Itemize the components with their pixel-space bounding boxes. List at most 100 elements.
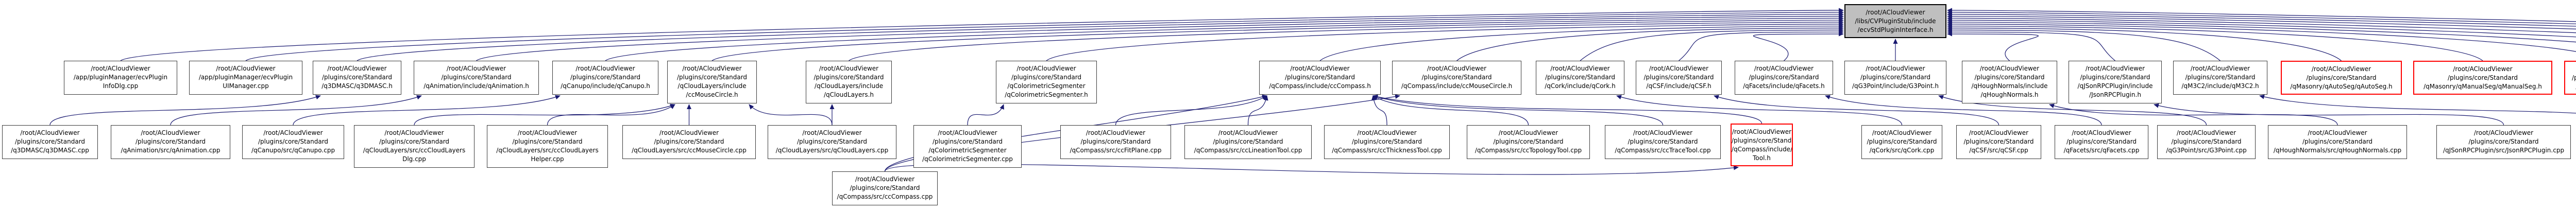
- include-edge: [1714, 95, 1999, 126]
- graph-node-ecvPluginInfoDlg_cpp[interactable]: /root/ACloudViewer/app/pluginManager/ecv…: [64, 61, 177, 95]
- graph-node-label: /plugins/core/Standard: [1080, 138, 1151, 145]
- graph-node-qFacets_cpp[interactable]: /root/ACloudViewer/plugins/core/Standard…: [2055, 125, 2148, 159]
- graph-node-ccTool_h[interactable]: /root/ACloudViewer/plugins/core/Standard…: [1731, 124, 1793, 166]
- graph-node-qCloudLayers_cpp[interactable]: /root/ACloudViewer/plugins/core/Standard…: [768, 125, 896, 159]
- graph-node-qCork_h[interactable]: /root/ACloudViewer/plugins/core/Standard…: [1536, 61, 1624, 95]
- include-edge: [2154, 103, 2504, 126]
- graph-node-ccLineationTool_cpp[interactable]: /root/ACloudViewer/plugins/core/Standard…: [1184, 125, 1312, 159]
- graph-node-qHoughNormals_cpp[interactable]: /root/ACloudViewer/plugins/core/Standard…: [2268, 125, 2407, 159]
- include-edge: [1947, 15, 2576, 33]
- graph-node-label: /root/ACloudViewer: [327, 65, 387, 72]
- graph-node-label: /plugins/core/Standard: [2080, 74, 2150, 81]
- graph-node-label: /root/ACloudViewer: [1872, 129, 1932, 136]
- graph-node-label: /root/ACloudViewer: [1427, 65, 1487, 72]
- graph-node-qMPlane_h[interactable]: /root/ACloudViewer/plugins/core/Standard…: [2564, 61, 2576, 95]
- include-edge: [1046, 22, 1844, 61]
- graph-node-qHoughNormals_h[interactable]: /root/ACloudViewer/plugins/core/Standard…: [1962, 61, 2057, 103]
- graph-node-qColorimetricSegmenter_cpp[interactable]: /root/ACloudViewer/plugins/core/Standard…: [913, 125, 1022, 168]
- graph-node-label: /q3DMASC/q3DMASC.cpp: [11, 147, 89, 154]
- graph-node-qCloudLayers_h[interactable]: /root/ACloudViewer/plugins/core/Standard…: [806, 61, 892, 103]
- graph-node-ccCompass_h[interactable]: /root/ACloudViewer/plugins/core/Standard…: [1259, 61, 1381, 95]
- graph-node-G3Point_h[interactable]: /root/ACloudViewer/plugins/core/Standard…: [1844, 61, 1946, 95]
- graph-node-label: /qCloudLayers/include: [677, 82, 747, 90]
- graph-node-label: /plugins/core/Standard: [1867, 138, 1937, 145]
- graph-node-label: /app/pluginManager/ecvPlugin: [73, 74, 168, 81]
- graph-node-q3DMASC_h[interactable]: /root/ACloudViewer/plugins/core/Standard…: [313, 61, 401, 95]
- graph-node-JsonRPCPlugin_h[interactable]: /root/ACloudViewer/plugins/core/Standard…: [2069, 61, 2162, 103]
- graph-node-label: /root/ACloudViewer: [1550, 65, 1610, 72]
- graph-node-root[interactable]: /root/ACloudViewer/libs/CVPluginStub/inc…: [1844, 4, 1946, 38]
- graph-node-label: /root/ACloudViewer: [1979, 65, 2040, 72]
- graph-node-label: /plugins/core/Standard: [2185, 74, 2256, 81]
- graph-node-qCanupo_h[interactable]: /root/ACloudViewer/plugins/core/Standard…: [552, 61, 658, 95]
- graph-node-label: /plugins/core/Standard: [850, 184, 920, 191]
- graph-node-qAnimation_h[interactable]: /root/ACloudViewer/plugins/core/Standard…: [414, 61, 539, 95]
- graph-node-label: /root/ACloudViewer: [1633, 129, 1693, 136]
- graph-node-ccThicknessTool_cpp[interactable]: /root/ACloudViewer/plugins/core/Standard…: [1324, 125, 1450, 159]
- graph-node-ccMouseCircle_cpp[interactable]: /root/ACloudViewer/plugins/core/Standard…: [622, 125, 756, 159]
- graph-node-label: /plugins/core/Standard: [14, 138, 86, 145]
- graph-node-label: /plugins/core/Standard: [1493, 138, 1564, 145]
- graph-node-ccCloudLayersDlg_cpp[interactable]: /root/ACloudViewer/plugins/core/Standard…: [354, 125, 474, 168]
- graph-node-label: /root/ACloudViewer: [2072, 129, 2131, 136]
- include-edge: [1947, 14, 2576, 30]
- graph-node-label: /qCloudLayers.h: [823, 91, 874, 98]
- graph-node-label: /qCork/include/qCork.h: [1545, 82, 1616, 90]
- include-edge: [1372, 95, 1664, 126]
- graph-node-G3Point_cpp[interactable]: /root/ACloudViewer/plugins/core/Standard…: [2157, 125, 2256, 159]
- graph-node-label: /root/ACloudViewer: [1866, 65, 1925, 72]
- include-edge: [605, 15, 1844, 61]
- graph-node-label: /root/ACloudViewer: [446, 65, 506, 72]
- graph-node-JsonRPCPlugin_cpp[interactable]: /root/ACloudViewer/plugins/core/Standard…: [2436, 125, 2571, 159]
- include-edge: [1825, 95, 2102, 126]
- graph-node-qCork_cpp[interactable]: /root/ACloudViewer/plugins/core/Standard…: [1861, 125, 1942, 159]
- graph-node-q3DMASC_cpp[interactable]: /root/ACloudViewer/plugins/core/Standard…: [2, 125, 98, 159]
- graph-node-qAutoSeg_h[interactable]: /root/ACloudViewer/plugins/core/Standard…: [2281, 61, 2402, 95]
- graph-node-label: /root/ACloudViewer: [20, 129, 80, 136]
- graph-node-label: /plugins/core/Standard: [676, 74, 748, 81]
- graph-node-ccTraceTool_cpp[interactable]: /root/ACloudViewer/plugins/core/Standard…: [1605, 125, 1721, 159]
- include-edge: [1319, 24, 1844, 61]
- graph-node-label: /qColorimetricSegmenter.h: [1005, 91, 1088, 98]
- graph-node-label: Tool.h: [1753, 154, 1771, 162]
- graph-node-qManualSeg_h[interactable]: /root/ACloudViewer/plugins/core/Standard…: [2413, 61, 2552, 95]
- graph-node-ccCompass_cpp[interactable]: /root/ACloudViewer/plugins/core/Standard…: [832, 171, 938, 205]
- graph-node-ccCloudLayersHelper_cpp[interactable]: /root/ACloudViewer/plugins/core/Standard…: [487, 125, 608, 168]
- graph-node-ecvPluginUIManager_cpp[interactable]: /root/ACloudViewer/app/pluginManager/ecv…: [189, 61, 302, 95]
- include-edge: [293, 95, 561, 126]
- graph-node-qCSF_cpp[interactable]: /root/ACloudViewer/plugins/core/Standard…: [1956, 125, 2041, 159]
- graph-node-label: /root/ACloudViewer: [819, 65, 879, 72]
- graph-node-label: /plugins/core/Standard: [1351, 138, 1422, 145]
- graph-node-qColorimetricSegmenter_h[interactable]: /root/ACloudViewer/plugins/core/Standard…: [996, 61, 1097, 103]
- graph-node-ccMouseCircle_comp_h[interactable]: /root/ACloudViewer/plugins/core/Standard…: [1392, 61, 1521, 95]
- graph-node-label: /root/ACloudViewer: [659, 129, 719, 136]
- graph-node-ccFitPlane_cpp[interactable]: /root/ACloudViewer/plugins/core/Standard…: [1060, 125, 1171, 159]
- graph-node-label: /q3DMASC/q3DMASC.h: [321, 82, 393, 90]
- graph-node-label: /qCompass/include/cc: [1732, 146, 1793, 153]
- graph-node-qM3C2_h[interactable]: /root/ACloudViewer/plugins/core/Standard…: [2173, 61, 2267, 95]
- graph-node-label: /qCSF/include/qCSF.h: [1646, 82, 1711, 90]
- graph-node-qCSF_h[interactable]: /root/ACloudViewer/plugins/core/Standard…: [1636, 61, 1722, 95]
- graph-node-qCanupo_cpp[interactable]: /root/ACloudViewer/plugins/core/Standard…: [242, 125, 344, 159]
- include-edge: [1947, 27, 2221, 61]
- include-edge: [1947, 31, 2039, 61]
- graph-node-label: /plugins/core/Standard: [2306, 74, 2377, 81]
- graph-node-label: /root/ACloudViewer: [1649, 65, 1709, 72]
- graph-node-qAnimation_cpp[interactable]: /root/ACloudViewer/plugins/core/Standard…: [111, 125, 230, 159]
- graph-node-label: /qCompass/src/ccCompass.cpp: [837, 193, 933, 200]
- graph-node-label: /qHoughNormals/include: [1971, 82, 2048, 90]
- graph-node-label: /plugins/core/Standard: [2066, 138, 2137, 145]
- include-edge: [49, 95, 321, 126]
- graph-node-label: /plugins/core/Standard: [1643, 74, 1714, 81]
- graph-node-ccTopologyTool_cpp[interactable]: /root/ACloudViewer/plugins/core/Standard…: [1467, 125, 1590, 159]
- include-edge: [749, 104, 833, 126]
- include-edge: [1947, 18, 2576, 38]
- graph-node-label: /root/ACloudViewer: [682, 65, 742, 72]
- graph-node-label: /root/ACloudViewer: [1969, 129, 2029, 136]
- graph-node-qFacets_h[interactable]: /root/ACloudViewer/plugins/core/Standard…: [1735, 61, 1833, 95]
- graph-node-label: /root/ACloudViewer: [2473, 129, 2534, 136]
- include-edge: [357, 12, 1844, 61]
- graph-node-ccMouseCircle_cl_h[interactable]: /root/ACloudViewer/plugins/core/Standard…: [667, 61, 757, 103]
